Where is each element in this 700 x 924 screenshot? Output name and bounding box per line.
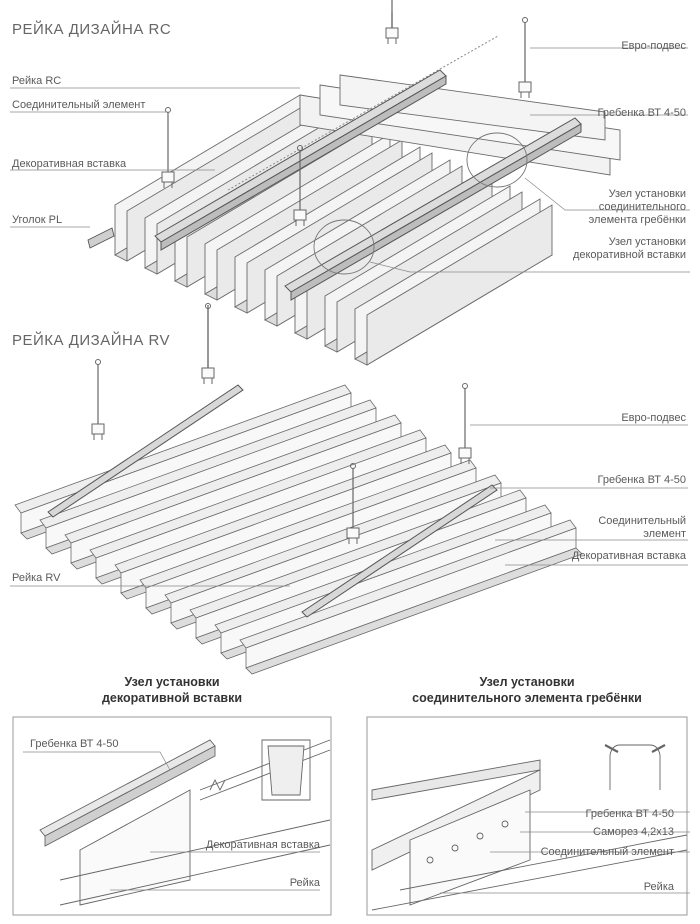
rv-hangers (91, 302, 472, 545)
rc-drawing (10, 0, 690, 366)
rv-label-grebenka: Гребенка ВТ 4-50 (597, 474, 686, 486)
rc-label-uzel-soed: Узел установки соединительного элемента … (588, 188, 686, 226)
rc-label-ugolok: Уголок PL (12, 214, 63, 226)
rv-drawing (10, 302, 688, 675)
rv-combs (47, 384, 498, 618)
detail-right-label-soed: Соединительный элемент (540, 846, 674, 858)
detail-right-title: Узел установки соединительного элемента … (412, 675, 642, 705)
detail-left-drawing (23, 739, 331, 906)
detail-right-label-reika: Рейка (643, 881, 674, 893)
rc-hangers (161, 0, 532, 227)
rc-detail-circle-soed (466, 132, 528, 188)
detail-right-drawing (371, 744, 690, 911)
rc-label-grebenka: Гребенка ВТ 4-50 (597, 107, 686, 119)
detail-left-title: Узел установки декоративной вставки (101, 675, 243, 705)
rc-leaders (10, 47, 690, 273)
rc-title: РЕЙКА ДИЗАЙНА RC (12, 21, 172, 38)
rv-label-evro: Евро-подвес (621, 412, 686, 424)
rc-label-uzel-dekor: Узел установки декоративной вставки (572, 236, 686, 261)
rc-label-soed: Соединительный элемент (12, 99, 146, 111)
rc-label-dekor: Декоративная вставка (12, 158, 127, 170)
detail-right-label-samorez: Саморез 4,2x13 (593, 826, 674, 838)
rc-ugolok-shape (87, 227, 115, 249)
detail-left-label-grebenka: Гребенка ВТ 4-50 (30, 738, 119, 750)
rc-label-reika: Рейка RC (12, 75, 62, 87)
rv-title: РЕЙКА ДИЗАЙНА RV (12, 332, 171, 349)
rv-label-soed: Соединительный элемент (598, 515, 686, 540)
detail-left-label-dekor: Декоративная вставка (205, 839, 320, 851)
rc-detail-circle-dekor (313, 219, 375, 275)
rc-label-evro: Евро-подвес (621, 40, 686, 52)
detail-left-label-reika: Рейка (289, 877, 320, 889)
detail-right-label-grebenka: Гребенка ВТ 4-50 (585, 808, 674, 820)
rv-label-dekor: Декоративная вставка (571, 550, 686, 562)
rv-leaders (10, 424, 688, 587)
rv-label-reika: Рейка RV (12, 572, 61, 584)
